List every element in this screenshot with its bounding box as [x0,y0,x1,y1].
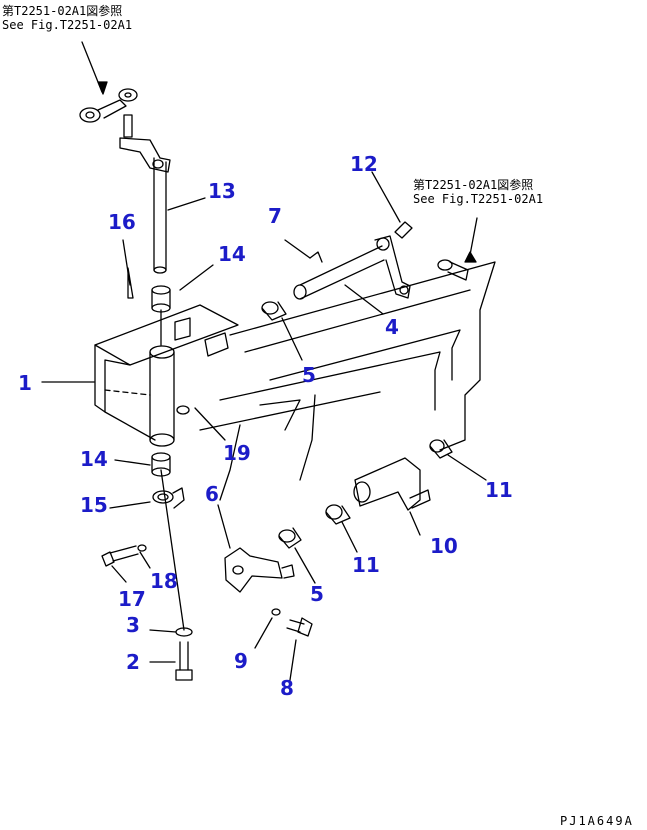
pin-arm [119,114,171,274]
callout-18: 18 [150,569,178,593]
callout-10: 10 [430,534,458,558]
bolt-8 [286,617,313,637]
cotter-pin [127,267,134,299]
clamp [152,487,185,509]
bolt-2 [175,641,193,681]
callout-17: 17 [118,587,146,611]
reference-note-1-jp: 第T2251-02A1図参照 [2,4,123,18]
axis-line-bottom [160,469,185,631]
drawing-code: PJ1A649A [560,814,634,828]
ref-arrowhead-2 [464,251,477,263]
reference-note-2: 第T2251-02A1図参照 See Fig.T2251-02A1 [413,178,543,206]
callout-1: 1 [18,371,32,395]
reference-note-2-en: See Fig.T2251-02A1 [413,192,544,206]
rod-end-top [79,88,138,123]
bolt-17 [101,544,147,567]
reference-note-1: 第T2251-02A1図参照 See Fig.T2251-02A1 [2,4,132,32]
callout-5b: 5 [310,582,324,606]
ref-arrowhead-1 [97,81,108,95]
bracket-body [94,304,239,447]
callout-16: 16 [108,210,136,234]
callout-12: 12 [350,152,378,176]
fitting-12 [394,221,413,239]
callout-5a: 5 [302,363,316,387]
bushing-11b [325,504,351,525]
callout-11a: 11 [485,478,513,502]
ref-arrow-2 [469,217,478,256]
callout-14a: 14 [218,242,246,266]
bushing-5a [261,301,287,321]
callout-6: 6 [205,482,219,506]
callout-15: 15 [80,493,108,517]
pin-7 [309,251,323,263]
leader-lines [41,171,487,681]
lever-6 [224,547,295,593]
callout-8: 8 [280,676,294,700]
callout-3: 3 [126,613,140,637]
washer-9 [271,608,281,616]
callout-2: 2 [126,650,140,674]
bushing-top [151,285,171,313]
frame-outline [199,261,496,501]
callout-4: 4 [385,315,399,339]
bushing-bottom [151,452,171,477]
callout-14b: 14 [80,447,108,471]
callout-11b: 11 [352,553,380,577]
bushing-5b [278,527,302,549]
rod-end-right [437,259,469,281]
callout-7: 7 [268,204,282,228]
reference-note-2-jp: 第T2251-02A1図参照 [413,178,534,192]
callout-9: 9 [234,649,248,673]
bracket-10 [353,457,431,511]
callout-19: 19 [223,441,251,465]
bushing-11a [429,439,453,459]
reference-note-1-en: See Fig.T2251-02A1 [2,18,133,32]
callout-13: 13 [208,179,236,203]
